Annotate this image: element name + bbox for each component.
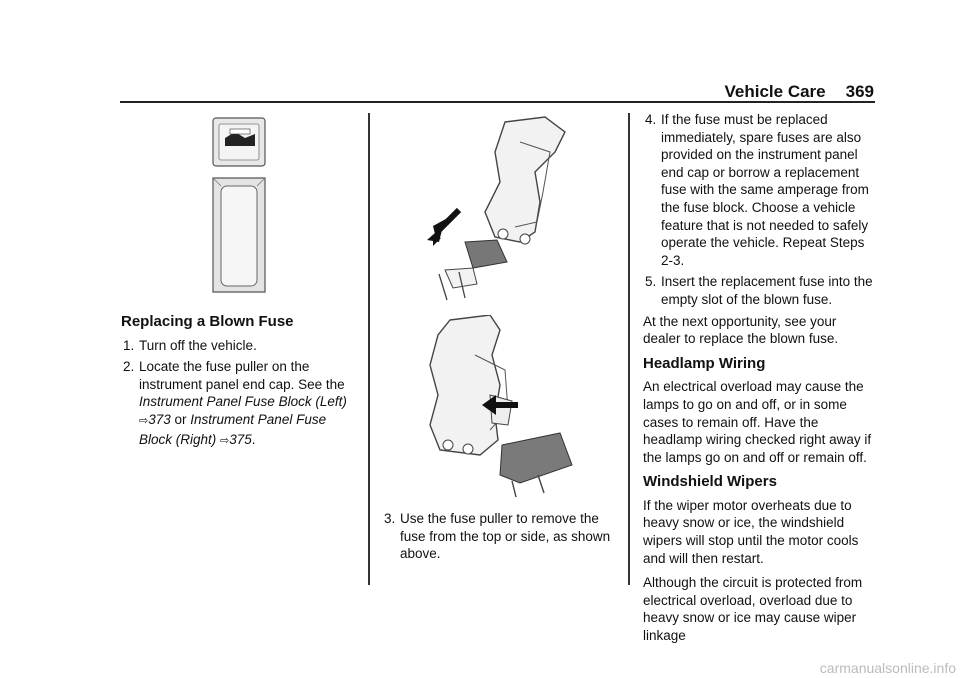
section-title: Vehicle Care (724, 82, 826, 101)
step-4-text: If the fuse must be replaced immediately… (661, 112, 869, 268)
column-2: 3. Use the fuse puller to remove the fuse… (382, 510, 614, 567)
step-2-text: Locate the fuse puller on the instrument… (139, 359, 345, 392)
page-ref-375[interactable]: 375 (229, 431, 252, 447)
paragraph-headlamp: An electrical overload may cause the lam… (643, 379, 872, 465)
column-1: Replacing a Blown Fuse 1.Turn off the ve… (121, 313, 356, 454)
link-fuse-block-right[interactable]: Instrument Panel Fuse Block (Right) (139, 411, 327, 447)
header-rule (120, 101, 875, 103)
step-3-text: Use the fuse puller to remove the fuse f… (400, 511, 611, 562)
step-4-number: 4. (645, 112, 657, 127)
fuse-removal-side-illustration (429, 315, 573, 498)
column-divider-2 (628, 113, 630, 585)
page-ref-icon: ⇨ (139, 414, 149, 427)
step-2-end: . (251, 431, 256, 447)
step-1: 1.Turn off the vehicle. (121, 337, 356, 355)
link-fuse-block-left[interactable]: Instrument Panel Fuse Block (Left) (139, 394, 347, 410)
column-3: 4. If the fuse must be replaced immediate… (643, 111, 877, 652)
step-3-number: 3. (384, 511, 396, 526)
page-ref-icon: ⇨ (220, 434, 230, 447)
fuse-puller-illustration (212, 117, 266, 293)
paragraph-wipers-1: If the wiper motor overheats due to heav… (643, 497, 859, 566)
column-divider-1 (368, 113, 370, 585)
page-header: Vehicle Care 369 (725, 82, 875, 102)
page-ref-373[interactable]: 373 (148, 411, 171, 427)
section-heading-headlamp-wiring: Headlamp Wiring (643, 354, 766, 372)
step-2-number: 2. (123, 359, 135, 375)
step-2: 2.Locate the fuse puller on the instrume… (121, 358, 356, 450)
fuse-removal-top-illustration (427, 116, 566, 301)
step-1-text: Turn off the vehicle. (139, 337, 257, 353)
step-5: 5.Insert the replacement fuse into the e… (643, 273, 877, 308)
page-number: 369 (845, 82, 874, 101)
step-5-text: Insert the replacement fuse into the emp… (661, 274, 873, 307)
step-5-number: 5. (645, 274, 657, 290)
step-4: 4. If the fuse must be replaced immediate… (643, 111, 877, 269)
paragraph-dealer: At the next opportunity, see your dealer… (643, 313, 839, 347)
step-3: 3. Use the fuse puller to remove the fuse… (382, 510, 614, 563)
section-heading-replacing-fuse: Replacing a Blown Fuse (121, 313, 294, 330)
step-2-or: or (170, 411, 191, 427)
watermark: carmanualsonline.info (819, 660, 956, 676)
step-1-number: 1. (123, 337, 135, 353)
paragraph-wipers-2: Although the circuit is protected from e… (643, 575, 863, 644)
section-heading-windshield-wipers: Windshield Wipers (643, 473, 777, 491)
